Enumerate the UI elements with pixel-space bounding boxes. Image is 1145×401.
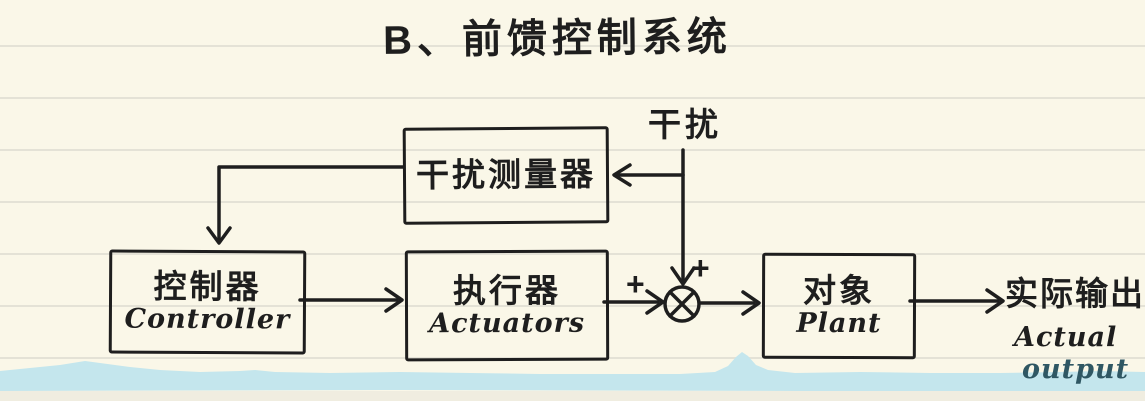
block-controller-label-zh: 控制器	[153, 267, 262, 306]
actual-output-label-en-line2: output	[1022, 354, 1130, 385]
block-plant-label-zh: 对象	[802, 271, 876, 310]
arrow-disturbance-to-measure	[612, 163, 685, 187]
block-actuator: 执行器 Actuators	[404, 249, 610, 362]
block-disturbance-measurer-label: 干扰测量器	[415, 155, 597, 194]
block-controller: 控制器 Controller	[108, 249, 307, 355]
sum-plus-sign-top: +	[691, 250, 710, 286]
sum-plus-sign-left: +	[626, 266, 645, 302]
arrow-sum-to-plant	[699, 290, 761, 316]
block-disturbance-measurer: 干扰测量器	[402, 126, 610, 225]
ruled-line	[0, 201, 1145, 203]
multiply-circle-icon	[663, 285, 701, 323]
actual-output-label-en-line1: Actual	[1014, 322, 1118, 353]
block-plant: 对象 Plant	[761, 252, 917, 360]
ruled-line	[0, 149, 1145, 151]
ruled-line	[0, 305, 1145, 307]
ruled-line	[0, 45, 1145, 47]
feedback-arrow-measure-to-controller	[206, 165, 405, 245]
bottom-strip	[0, 391, 1145, 401]
page-title: B、前馈控制系统	[382, 15, 733, 63]
arrow-controller-to-actuator	[298, 287, 404, 313]
actual-output-label-zh: 实际输出	[1005, 275, 1145, 312]
block-actuator-label-en: Actuators	[429, 307, 586, 340]
ruled-line	[0, 97, 1145, 99]
block-plant-label-en: Plant	[796, 308, 882, 340]
ruled-line	[0, 253, 1145, 255]
block-controller-label-en: Controller	[124, 303, 291, 336]
disturbance-label: 干扰	[648, 106, 722, 143]
arrow-plant-to-output	[908, 288, 1005, 314]
block-actuator-label-zh: 执行器	[452, 271, 562, 309]
